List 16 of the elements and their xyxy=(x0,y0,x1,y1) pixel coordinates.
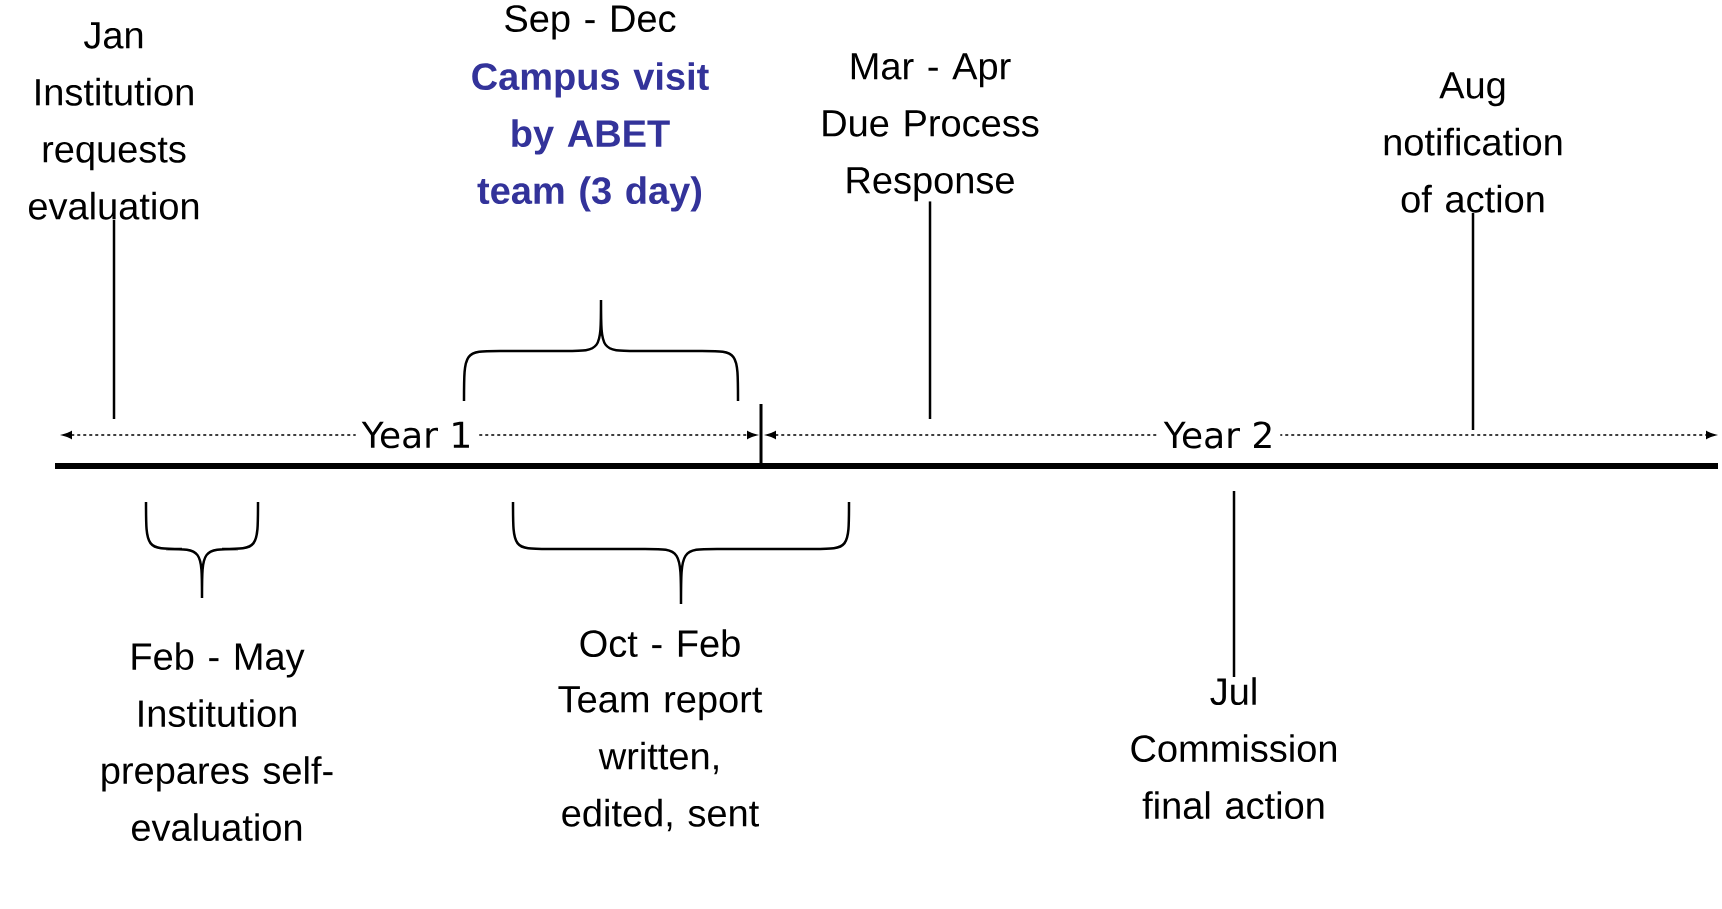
span-label: Year 1 xyxy=(355,415,479,455)
event-text: Mar - Apr Due Process Response xyxy=(823,53,1039,202)
event-text: Jan Institution requests evaluation xyxy=(29,22,199,220)
phase-label: Institution prepares self-evaluation xyxy=(102,699,333,842)
phase-label: Feb - May xyxy=(132,642,305,678)
phase-label: Oct - Feb xyxy=(580,629,740,658)
phase-label: Campus visit by ABET team (3 day) xyxy=(472,62,709,212)
leader-line xyxy=(928,201,932,419)
event-text: Jul Commission final action xyxy=(1131,677,1336,820)
phase-label: Sep - Dec xyxy=(505,5,676,40)
event-text: Aug notification of action xyxy=(1384,72,1562,213)
leader-line xyxy=(1232,491,1236,677)
leader-line xyxy=(1471,212,1475,430)
phase-label: Team report written, edited, sent xyxy=(558,686,763,832)
leader-line xyxy=(112,219,116,419)
span-label: Year 2 xyxy=(1157,415,1281,455)
